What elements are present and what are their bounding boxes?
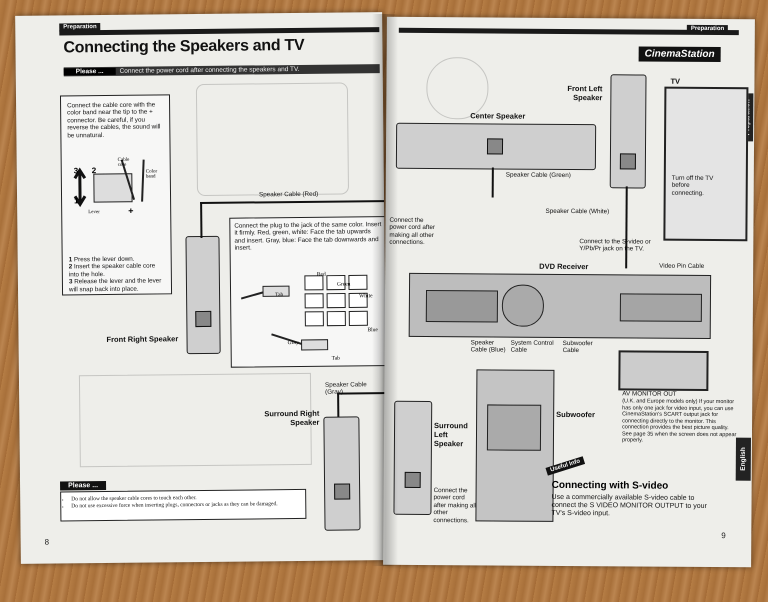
speaker-cable-green-label: Speaker Cable (Green) bbox=[505, 171, 571, 180]
speaker-terminal bbox=[486, 138, 504, 155]
cable-connection-box: Connect the cable core with the color ba… bbox=[59, 94, 173, 296]
surround-left-speaker-label: Surround Left Speaker bbox=[433, 421, 468, 449]
av-monitor-text: (U.K. and Europe models only) If your mo… bbox=[621, 398, 737, 444]
video-pin-cable-label: Video Pin Cable bbox=[659, 262, 705, 270]
book-gutter bbox=[372, 14, 398, 566]
jack-green-label: Green bbox=[336, 281, 351, 288]
dvd-receiver bbox=[408, 272, 712, 339]
jack-white-label: White bbox=[359, 293, 373, 300]
front-left-speaker bbox=[609, 74, 647, 189]
surround-right-speaker-label: Surround Right Speaker bbox=[264, 408, 320, 428]
terminal-body bbox=[93, 173, 133, 203]
tab-top-label: Tab bbox=[275, 292, 284, 299]
please-label: Please ... bbox=[63, 67, 116, 76]
header-bar bbox=[59, 27, 380, 36]
subwoofer bbox=[475, 369, 555, 522]
room-sketch-lamp bbox=[426, 57, 489, 120]
speaker-cable-blue-label: Speaker Cable (Blue) bbox=[470, 339, 506, 354]
left-page: Preparation Connecting the Speakers and … bbox=[15, 12, 388, 564]
cable-core-label: Cable core bbox=[117, 157, 130, 168]
turn-off-tv-text: Turn off the TV before connecting. bbox=[671, 174, 722, 198]
system-control-cable-label: System Control Cable bbox=[510, 339, 554, 355]
notes-box: Do not allow the speaker cable cores to … bbox=[60, 488, 307, 522]
speaker-terminal bbox=[195, 310, 212, 328]
svideo-text: Use a commercially available S-video cab… bbox=[551, 493, 707, 518]
speaker-cable-red-label: Speaker Cable (Red) bbox=[258, 190, 319, 199]
tv bbox=[663, 86, 749, 242]
speaker-terminal bbox=[619, 153, 636, 170]
wire-gray-vertical bbox=[337, 392, 340, 419]
scart-connector bbox=[618, 350, 709, 391]
wire-white bbox=[625, 186, 628, 269]
cable-steps: 1 Press the lever down. 2 Insert the spe… bbox=[69, 255, 167, 293]
tab-bottom-label: Tab bbox=[331, 355, 340, 362]
jack-grid bbox=[304, 274, 368, 327]
speaker-terminal bbox=[334, 483, 351, 500]
speaker-cable-white-label: Speaker Cable (White) bbox=[545, 207, 610, 216]
plug-bottom bbox=[301, 339, 329, 351]
jack-red-label: Red bbox=[316, 271, 326, 278]
tv-label: TV bbox=[670, 76, 681, 86]
plug-jack-diagram bbox=[240, 274, 368, 351]
cable-core-line bbox=[120, 159, 136, 200]
step-num-1: 1 bbox=[74, 196, 79, 206]
speaker-terminal bbox=[404, 471, 421, 488]
center-speaker bbox=[395, 122, 597, 171]
step-num-3: 3 bbox=[73, 166, 79, 176]
notes-title: Please ... bbox=[60, 481, 107, 491]
lever-label: Lever bbox=[88, 210, 100, 216]
plug-connection-box: Connect the plug to the jack of the same… bbox=[229, 216, 388, 368]
please-text: Connect the power cord after connecting … bbox=[119, 65, 300, 75]
brand-logo: CinemaStation bbox=[638, 46, 721, 63]
subwoofer-label: Subwoofer bbox=[556, 409, 595, 420]
surround-right-speaker bbox=[323, 416, 361, 531]
page-title: Connecting the Speakers and TV bbox=[63, 36, 305, 57]
wire-red-vertical bbox=[200, 201, 203, 239]
page-number-left: 8 bbox=[44, 537, 50, 547]
wire-green bbox=[491, 167, 494, 198]
subwoofer-cable-label: Subwoofer Cable bbox=[562, 339, 593, 355]
lever-diagram bbox=[73, 159, 145, 208]
please-bar: Please ...Connect the power cord after c… bbox=[63, 64, 380, 77]
color-band-line bbox=[141, 159, 145, 202]
side-tab-english: English bbox=[735, 437, 751, 481]
color-band-label: Color band bbox=[145, 169, 158, 180]
av-monitor-title: AV MONITOR OUT bbox=[622, 390, 677, 398]
dvd-receiver-label: DVD Receiver bbox=[539, 261, 589, 272]
gray-label: Gray bbox=[287, 339, 299, 347]
cable-intro-text: Connect the cable core with the color ba… bbox=[67, 101, 161, 140]
plug-bottom-cable bbox=[271, 333, 302, 345]
note-2: Do not use excessive force when insertin… bbox=[71, 501, 305, 511]
step-num-2: 2 bbox=[91, 166, 97, 176]
plug-top-cable bbox=[240, 291, 264, 300]
page-number-right: 9 bbox=[721, 531, 726, 541]
plug-instructions: Connect the plug to the jack of the same… bbox=[234, 221, 382, 252]
output-jacks bbox=[619, 293, 702, 322]
connect-svideo-text: Connect to the S-video or Y/Pb/Pr jack o… bbox=[579, 238, 651, 253]
front-right-speaker-label: Front Right Speaker bbox=[106, 334, 179, 344]
subwoofer-panel bbox=[486, 404, 542, 451]
plus-label: + bbox=[128, 205, 134, 216]
front-left-speaker-label: Front Left Speaker bbox=[567, 83, 603, 103]
speaker-jacks bbox=[425, 290, 499, 323]
svideo-title: Connecting with S-video bbox=[551, 479, 669, 492]
connect-power-text-2: Connect the power cord after making all … bbox=[433, 487, 477, 524]
step-2: 2 Insert the speaker cable core into the… bbox=[68, 262, 156, 279]
front-right-speaker bbox=[185, 235, 221, 355]
wire-red-horizontal bbox=[200, 200, 385, 205]
surround-left-speaker bbox=[393, 400, 433, 516]
up-down-arrow bbox=[73, 167, 87, 208]
center-speaker-label: Center Speaker bbox=[470, 111, 526, 121]
room-sketch-sofa bbox=[195, 82, 350, 197]
step-3: 3 Release the lever and the lever will s… bbox=[68, 277, 162, 294]
cooling-fan bbox=[501, 284, 545, 327]
plug-top bbox=[262, 285, 290, 297]
right-page: Preparation CinemaStation Preparation En… bbox=[383, 16, 755, 568]
section-tab: Preparation bbox=[686, 24, 729, 34]
